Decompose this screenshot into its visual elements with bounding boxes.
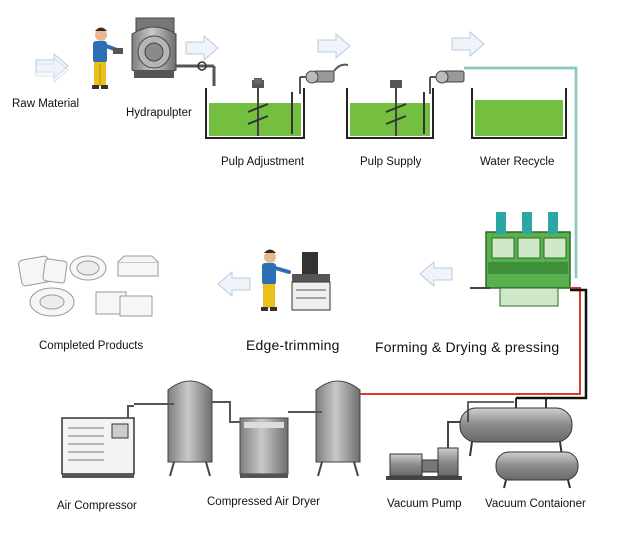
forming-machine-icon bbox=[470, 212, 571, 307]
worker-icon bbox=[92, 27, 123, 89]
hydrapulpter-label: Hydrapulpter bbox=[126, 107, 192, 119]
air-compressor-label: Air Compressor bbox=[57, 500, 137, 512]
flow-arrow-icon bbox=[317, 32, 351, 60]
flow-arrow-icon bbox=[451, 30, 485, 58]
air-tank-icon bbox=[167, 380, 213, 477]
pump-icon bbox=[429, 70, 465, 94]
flow-arrow-icon bbox=[419, 260, 453, 288]
product-plate-icon bbox=[18, 255, 159, 317]
vacuum-container-label: Vacuum Contaioner bbox=[485, 498, 586, 510]
air-dryer-icon bbox=[239, 417, 289, 478]
air-compressor-icon bbox=[61, 405, 135, 478]
flow-arrow-icon bbox=[185, 34, 219, 62]
mixer-icon bbox=[254, 78, 262, 84]
water-recycle-tank bbox=[471, 88, 567, 139]
forming-drying-pressing-label: Forming & Drying & pressing bbox=[375, 339, 560, 355]
vacuum-container-icon bbox=[459, 398, 579, 489]
vacuum-pump-icon bbox=[386, 421, 468, 480]
edge-trimming-label: Edge-trimming bbox=[246, 337, 340, 353]
hydrapulper-icon bbox=[131, 17, 216, 86]
pump-icon bbox=[299, 63, 349, 94]
pulp-adjustment-label: Pulp Adjustment bbox=[221, 156, 305, 168]
compressed-air-dryer-label: Compressed Air Dryer bbox=[207, 496, 321, 508]
water-recycle-label: Water Recycle bbox=[480, 156, 555, 168]
pulp-supply-label: Pulp Supply bbox=[360, 156, 422, 168]
air-tank-icon bbox=[315, 380, 361, 477]
flow-arrow-icon bbox=[217, 270, 251, 298]
vacuum-pump-label: Vacuum Pump bbox=[387, 498, 462, 510]
pulp-supply-tank bbox=[346, 80, 434, 139]
flow-arrow-icon bbox=[35, 52, 69, 84]
trimming-machine-icon bbox=[291, 252, 331, 311]
pulp-adjustment-tank bbox=[205, 80, 305, 139]
completed-products-label: Completed Products bbox=[39, 340, 144, 352]
worker-icon bbox=[261, 249, 291, 311]
raw-material-label: Raw Material bbox=[12, 98, 80, 110]
